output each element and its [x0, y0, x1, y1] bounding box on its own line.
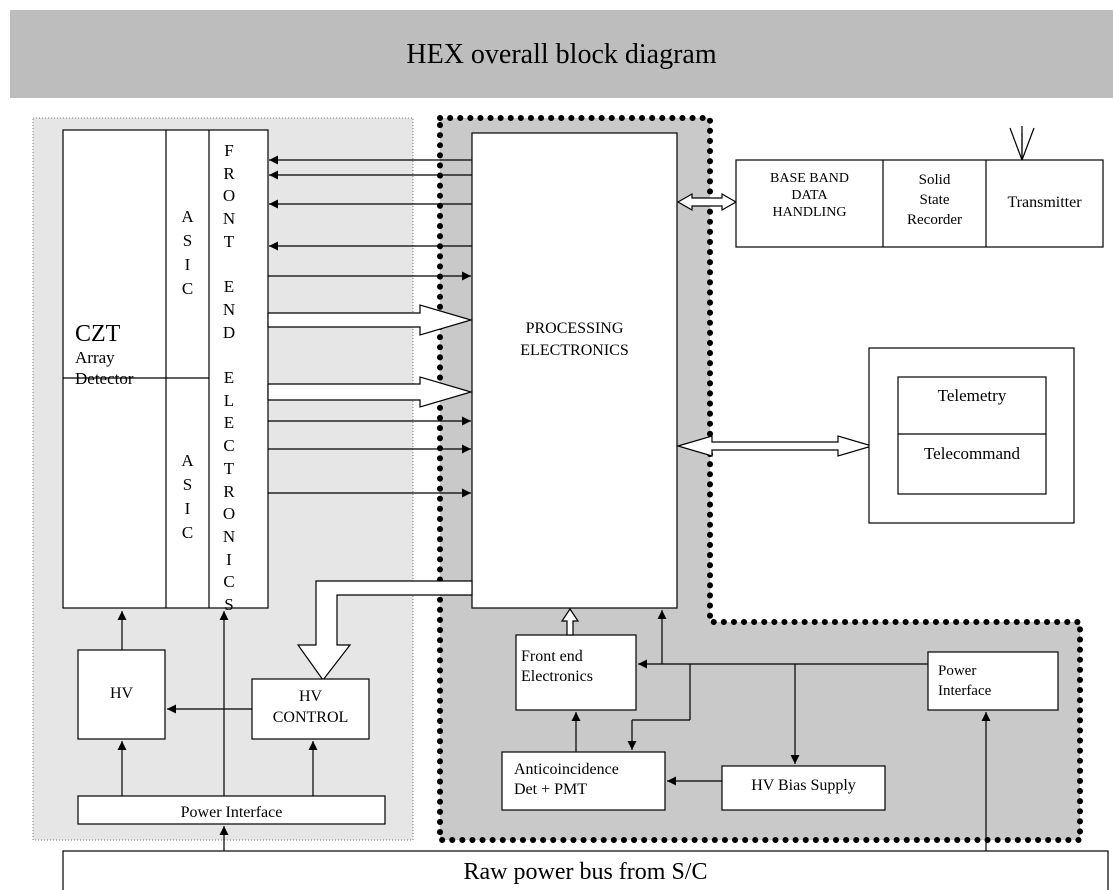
- diagram-title: HEX overall block diagram: [406, 39, 717, 70]
- transmitter-label: Transmitter: [1007, 194, 1082, 211]
- power-interface-left-label: Power Interface: [180, 804, 283, 821]
- hv-box: [77, 649, 166, 740]
- front-end-electronics-column-label: F R O N T E N D E L E C T R O N I C S: [222, 141, 236, 615]
- front-end-electronics-label: Front end Electronics: [521, 648, 593, 685]
- front-end-electronics-box: [515, 634, 637, 711]
- ttc-inner-box: [897, 376, 1047, 495]
- hv-control-box: [251, 678, 370, 740]
- fe-to-processing-arrow: [560, 607, 580, 636]
- anticoincidence-box: [501, 751, 666, 811]
- anticoincidence-label: Anticoincidence Det + PMT: [514, 761, 619, 798]
- power-interface-left-box: [77, 795, 386, 825]
- raw-power-bus-label: Raw power bus from S/C: [463, 859, 708, 885]
- hv-bias-supply-box: [721, 765, 886, 811]
- czt-title: CZT: [75, 321, 121, 347]
- bus-arrow-2: [267, 376, 474, 408]
- telemetry-link-arrow: [675, 435, 875, 457]
- processing-region-border: [437, 115, 1083, 843]
- asic-top-label: A S I C: [181, 207, 194, 298]
- downlink-box: [735, 159, 1104, 248]
- telemetry-label: Telemetry: [937, 386, 1007, 405]
- asic-bottom-label: A S I C: [181, 451, 194, 542]
- hv-bias-supply-label: HV Bias Supply: [751, 777, 856, 794]
- power-interface-right-box: [927, 651, 1059, 711]
- bus-arrow-1: [267, 304, 474, 336]
- power-interface-right-label: Power Interface: [938, 663, 992, 699]
- telecommand-label: Telecommand: [923, 444, 1021, 463]
- title-band: [10, 10, 1113, 98]
- raw-power-bus-box: [62, 850, 1109, 890]
- hv-control-label: HV CONTROL: [272, 688, 349, 726]
- hv-control-bus-arrow: [296, 580, 473, 682]
- ssr-label: Solid State Recorder: [907, 172, 962, 228]
- hv-label: HV: [109, 685, 134, 702]
- baseband-label: BASE BAND DATA HANDLING: [770, 171, 849, 220]
- processing-electronics-label: PROCESSING ELECTRONICS: [520, 320, 629, 359]
- czt-subtitle: Array Detector: [75, 348, 134, 388]
- processing-box: [471, 132, 678, 609]
